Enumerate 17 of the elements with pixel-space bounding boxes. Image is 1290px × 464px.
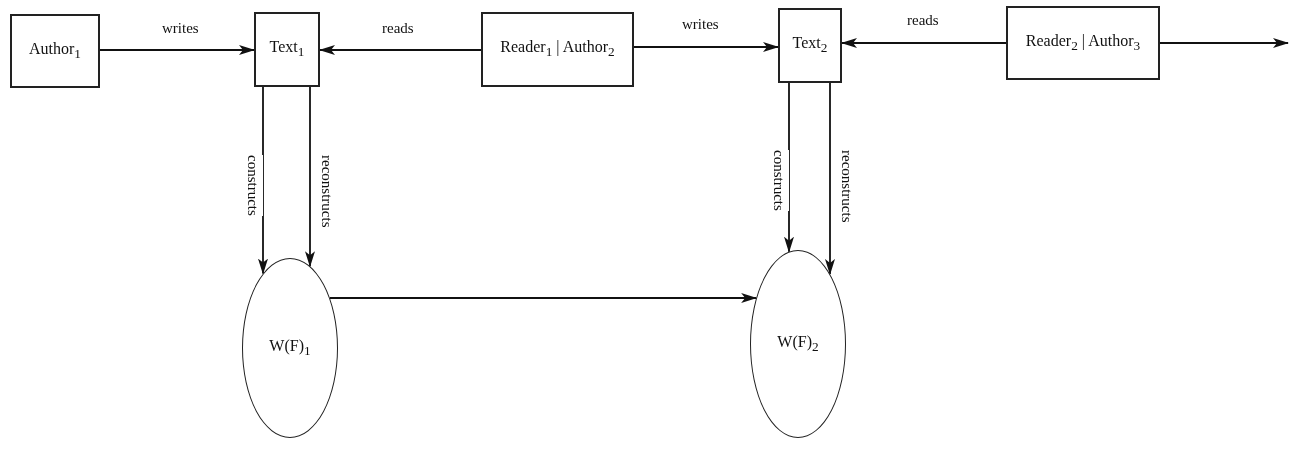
- concept-box: Reader$_{2}$ | Author$_{3}$: [1006, 6, 1160, 80]
- arrow: [258, 86, 268, 275]
- arrow: [99, 45, 255, 55]
- world-ellipse: W(F)$_{2}$: [750, 250, 846, 438]
- concept-box: Text$_{1}$: [254, 12, 320, 87]
- arrow: [825, 82, 835, 275]
- arrow: [841, 38, 1007, 48]
- arrow: [1159, 38, 1289, 48]
- arrow: [784, 82, 794, 253]
- arrow: [319, 45, 482, 55]
- concept-box: Reader$_{1}$ | Author$_{2}$: [481, 12, 634, 87]
- arrow: [305, 86, 315, 268]
- concept-box: Text$_{2}$: [778, 8, 842, 83]
- arrow: [329, 293, 758, 303]
- concept-box: Author$_{1}$: [10, 14, 100, 88]
- arrow: [633, 42, 779, 52]
- world-ellipse: W(F)$_{1}$: [242, 258, 338, 438]
